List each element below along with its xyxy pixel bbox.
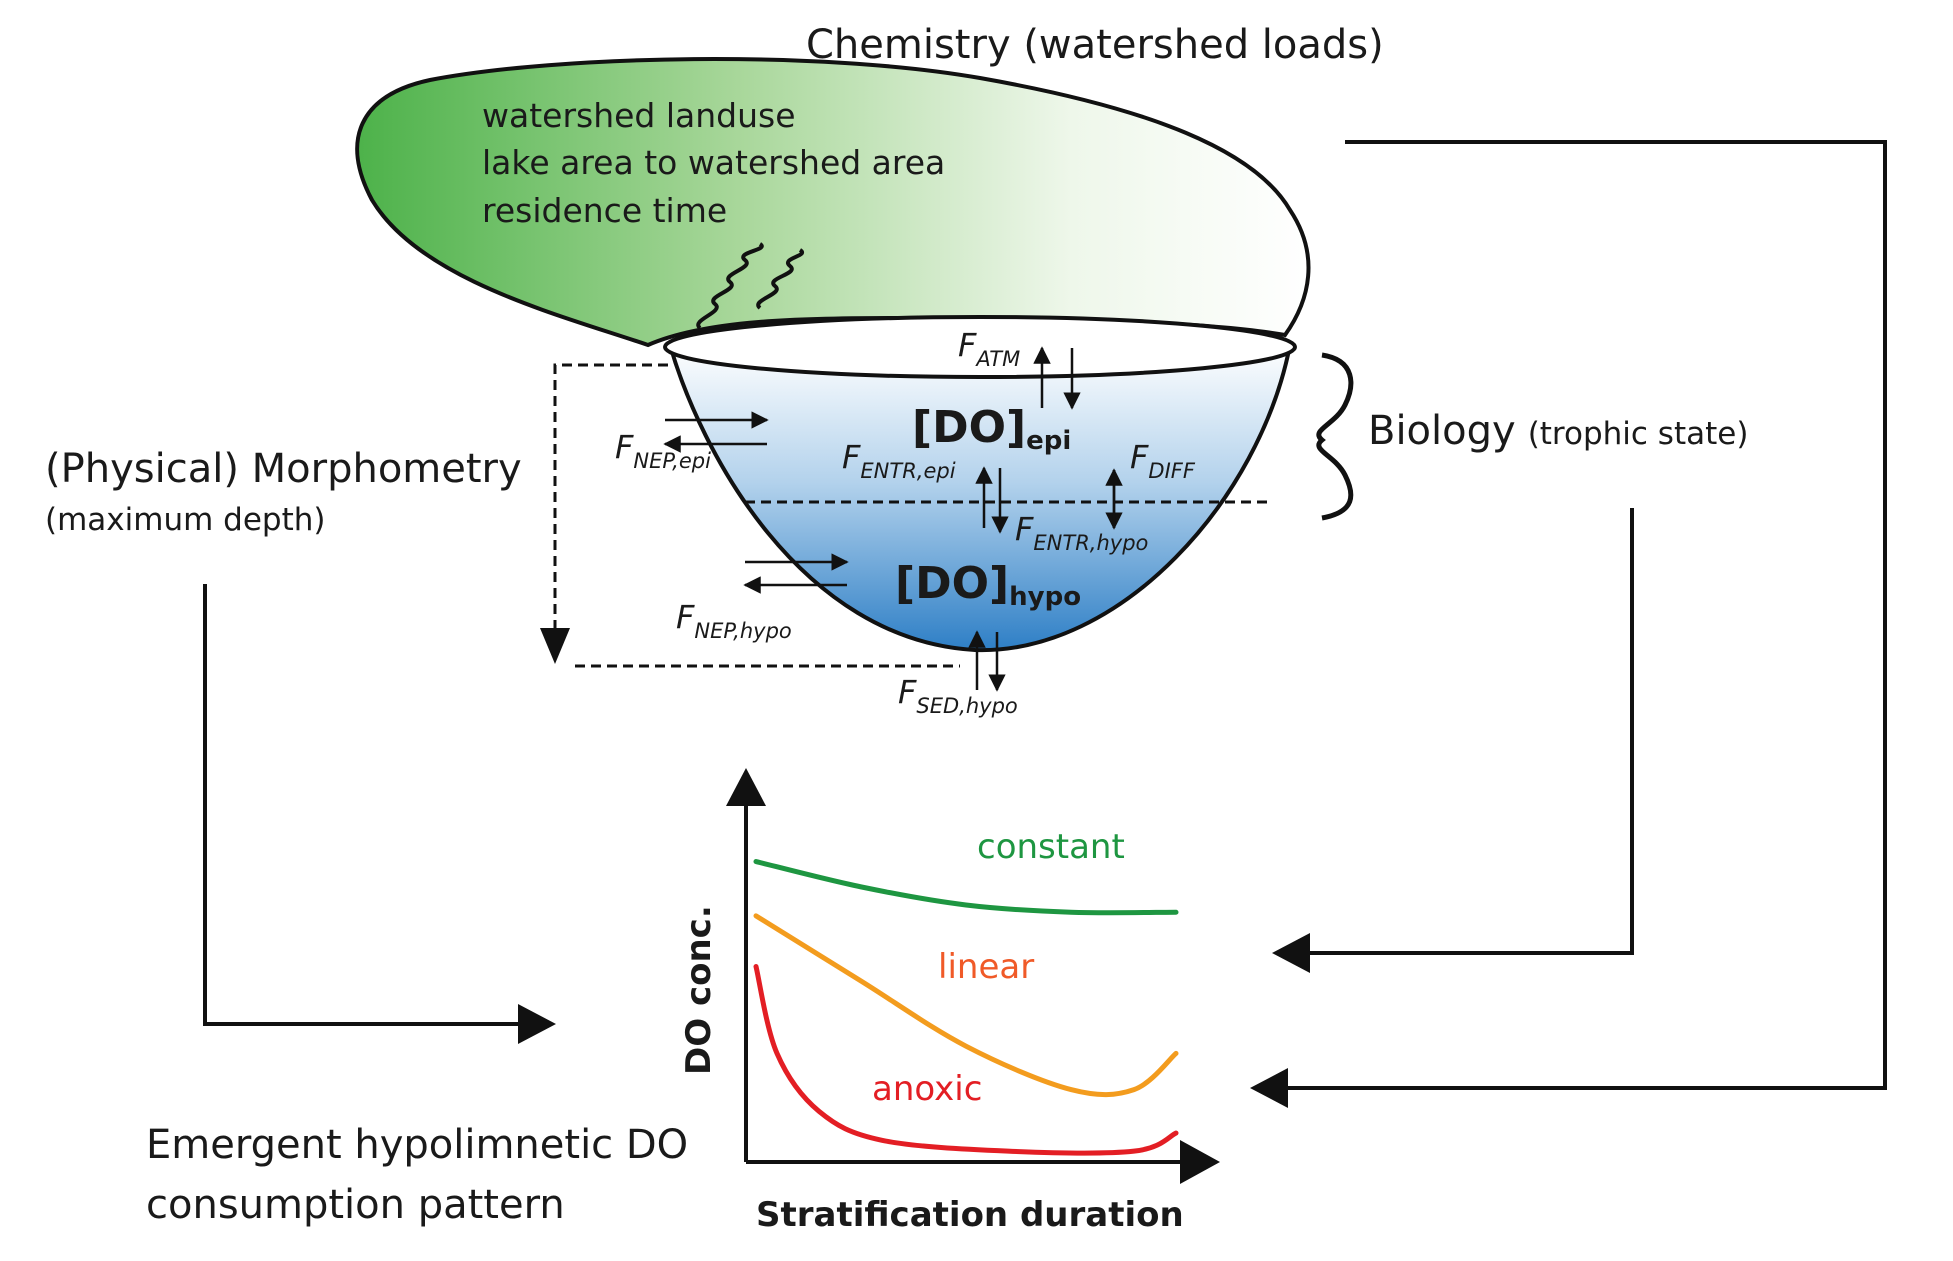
max-depth-arrowhead-icon <box>540 628 570 664</box>
flux-arrows <box>663 346 1123 692</box>
biology-arrowhead-icon <box>1272 933 1310 973</box>
flux-entr-epi-label: FENTR,epi <box>842 438 956 483</box>
outcome-line-1: Emergent hypolimnetic DO <box>146 1122 688 1168</box>
flux-nep-epi-label: FNEP,epi <box>615 428 711 473</box>
chart-y-label: DO conc. <box>679 905 719 1075</box>
watershed-line-1: watershed landuse <box>482 96 796 135</box>
flux-nep-hypo-label: FNEP,hypo <box>676 598 792 643</box>
chart-series-group <box>753 859 1179 1156</box>
stream-squiggle-icon <box>696 242 764 330</box>
morphometry-arrowhead-icon <box>518 1004 556 1044</box>
stream-squiggle-icon <box>756 248 805 310</box>
connector-lines <box>203 140 1887 1090</box>
biology-label: Biology(trophic state) <box>1368 408 1748 454</box>
flux-sed-hypo-label: FSED,hypo <box>898 673 1018 718</box>
watershed-line-3: residence time <box>482 191 727 230</box>
chart-x-arrowhead-icon <box>1180 1140 1220 1184</box>
chemistry-arrowhead-icon <box>1250 1068 1288 1108</box>
morphometry-title: (Physical) Morphometry <box>45 446 522 492</box>
morphometry-subtitle: (maximum depth) <box>45 502 325 538</box>
outcome-line-2: consumption pattern <box>146 1182 565 1228</box>
chemistry-title: Chemistry (watershed loads) <box>806 22 1384 68</box>
series-line-anoxic <box>753 964 1179 1156</box>
series-line-linear <box>753 913 1179 1098</box>
chart-x-label: Stratification duration <box>756 1195 1184 1235</box>
lake-surface <box>663 315 1297 379</box>
flux-entr-hypo-label: FENTR,hypo <box>1015 510 1148 555</box>
series-label-anoxic: anoxic <box>872 1069 982 1109</box>
do-epi-label: [DO]epi <box>912 402 1071 456</box>
lake-basin <box>667 343 1293 653</box>
max-depth-indicator <box>553 363 668 628</box>
flux-atm-label: FATM <box>958 326 1020 371</box>
series-line-constant <box>753 859 1179 916</box>
biology-brace-icon <box>1316 352 1354 521</box>
series-label-constant: constant <box>977 827 1125 867</box>
watershed-line-2: lake area to watershed area <box>482 143 945 182</box>
chart-y-arrowhead-icon <box>726 768 766 806</box>
flux-diff-label: FDIFF <box>1130 438 1196 483</box>
do-hypo-label: [DO]hypo <box>895 558 1081 612</box>
series-label-linear: linear <box>938 947 1034 987</box>
